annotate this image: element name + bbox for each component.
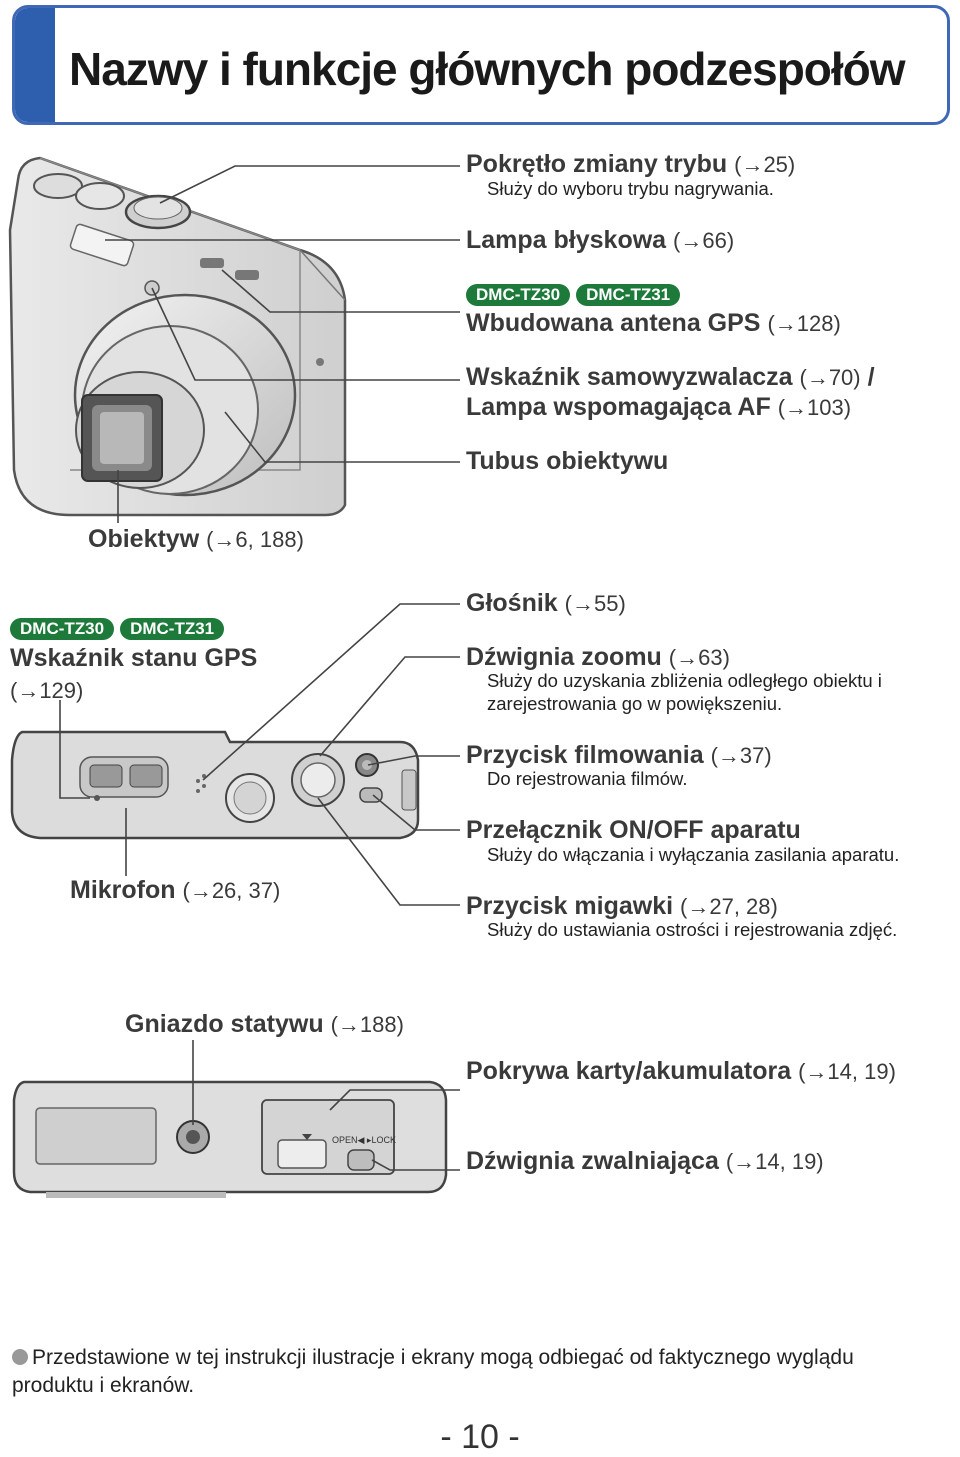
camera-front-view: [8, 156, 347, 517]
title-box: Nazwy i funkcje głównych podzespołów: [12, 5, 950, 125]
label-release-lever: Dźwignia zwalniająca (→14, 19): [466, 1147, 824, 1175]
label-speaker: Głośnik (→55): [466, 589, 626, 617]
model-badge: DMC-TZ30: [466, 284, 571, 306]
ref-gps-status: (→129): [10, 678, 84, 703]
model-badge: DMC-TZ30: [10, 618, 115, 640]
label-zoom-lever: Dźwignia zoomu (→63): [466, 643, 730, 671]
label-shutter: Przycisk migawki (→27, 28): [466, 892, 778, 920]
label-lens: Obiektyw (→6, 188): [88, 525, 304, 553]
bullet-icon: [12, 1349, 28, 1365]
desc-zoom-lever-2: zarejestrowania go w powiększeniu.: [487, 693, 783, 714]
bottom-leader-lines: [192, 1040, 460, 1171]
label-gps-antenna: Wbudowana antena GPS (→128): [466, 309, 841, 337]
label-movie-button: Przycisk filmowania (→37): [466, 741, 772, 769]
label-flash: Lampa błyskowa (→66): [466, 226, 735, 254]
label-microphone: Mikrofon (→26, 37): [70, 876, 281, 904]
title-accent-bar: [15, 8, 55, 122]
model-badge: DMC-TZ31: [576, 284, 681, 306]
footnote: Przedstawione w tej instrukcji ilustracj…: [12, 1346, 854, 1397]
label-lens-barrel: Tubus obiektywu: [466, 447, 669, 475]
label-self-timer: Wskaźnik samowyzwalacza (→70) /: [466, 363, 875, 391]
desc-shutter: Służy do ustawiania ostrości i rejestrow…: [487, 919, 898, 940]
desc-power-switch: Służy do włączania i wyłączania zasilani…: [487, 844, 900, 865]
page-title: Nazwy i funkcje głównych podzespołów: [69, 43, 906, 95]
camera-top-view: [10, 730, 420, 840]
desc-movie-button: Do rejestrowania filmów.: [487, 768, 688, 789]
top-leader-lines: [59, 603, 460, 906]
label-gps-status: Wskaźnik stanu GPS: [10, 644, 258, 672]
desc-zoom-lever-1: Służy do uzyskania zbliżenia odległego o…: [487, 670, 882, 691]
desc-mode-dial: Służy do wyboru trybu nagrywania.: [487, 178, 774, 199]
label-mode-dial: Pokrętło zmiany trybu (→25): [466, 150, 796, 178]
label-af-lamp: Lampa wspomagająca AF (→103): [466, 393, 852, 421]
door-marking: OPEN◀ ▸LOCK: [332, 1135, 396, 1145]
model-badge: DMC-TZ31: [120, 618, 225, 640]
front-leader-lines: [105, 165, 460, 523]
page-number: - 10 -: [440, 1418, 520, 1456]
label-card-door: Pokrywa karty/akumulatora (→14, 19): [466, 1057, 896, 1085]
camera-bottom-view: OPEN◀ ▸LOCK: [12, 1080, 448, 1198]
label-tripod: Gniazdo statywu (→188): [125, 1010, 404, 1038]
label-power-switch: Przełącznik ON/OFF aparatu: [466, 816, 801, 844]
